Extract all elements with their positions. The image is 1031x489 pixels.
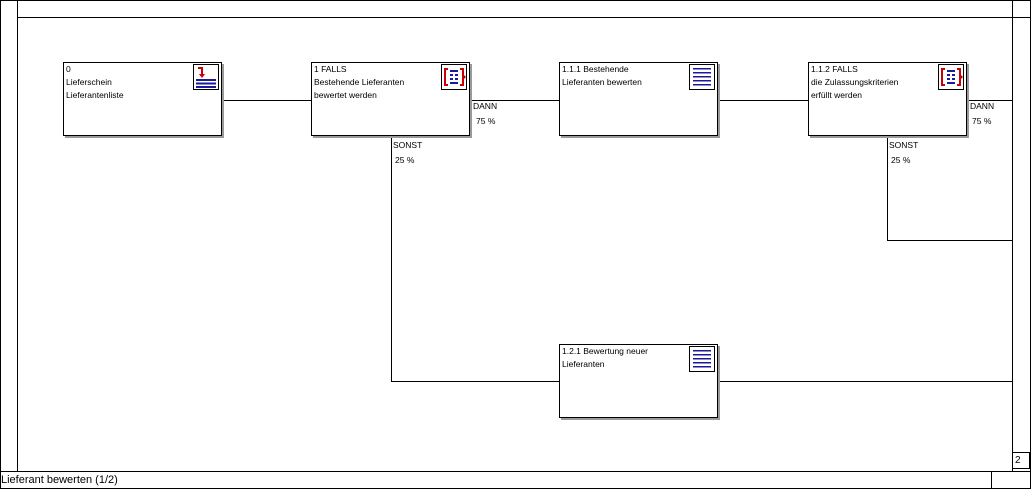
node-1-1-1-text: 1.1.1 Bestehende Lieferanten bewerten [562, 64, 642, 87]
node-0-input[interactable]: 0 Lieferschein Lieferantenliste [63, 62, 222, 136]
branch-1-1-2-else-percent: 25 % [891, 155, 911, 165]
branch-1-1-2-then-percent: 75 % [972, 116, 992, 126]
node-0-text: 0 Lieferschein Lieferantenliste [66, 64, 124, 100]
branch-1-else-label: SONST [393, 140, 423, 150]
node-1-text: 1 FALLS Bestehende Lieferanten bewertet … [314, 64, 405, 100]
diagram-title: Lieferant bewerten (1/2) [1, 474, 118, 486]
decision-icon [441, 64, 467, 90]
node-1-1-1-process[interactable]: 1.1.1 Bestehende Lieferanten bewerten [559, 62, 718, 136]
branch-1-else-percent: 25 % [395, 155, 415, 165]
node-1-2-1-process[interactable]: 1.2.1 Bewertung neuer Lieferanten [559, 344, 718, 418]
branch-1-then-percent: 75 % [476, 116, 496, 126]
node-1-1-2-decision[interactable]: 1.1.2 FALLS die Zulassungskriterien erfü… [808, 62, 967, 136]
input-output-icon [193, 64, 219, 90]
branch-1-then-label: DANN [473, 101, 498, 111]
document-lines-icon [689, 64, 715, 90]
branch-1-1-2-then-label: DANN [970, 101, 995, 111]
document-lines-icon [689, 346, 715, 372]
branch-1-1-2-else-label: SONST [889, 140, 919, 150]
node-1-decision[interactable]: 1 FALLS Bestehende Lieferanten bewertet … [311, 62, 470, 136]
node-1-1-2-text: 1.1.2 FALLS die Zulassungskriterien erfü… [811, 64, 899, 100]
page-number: 2 [1012, 452, 1030, 469]
node-1-2-1-text: 1.2.1 Bewertung neuer Lieferanten [562, 346, 649, 369]
decision-icon [938, 64, 964, 90]
